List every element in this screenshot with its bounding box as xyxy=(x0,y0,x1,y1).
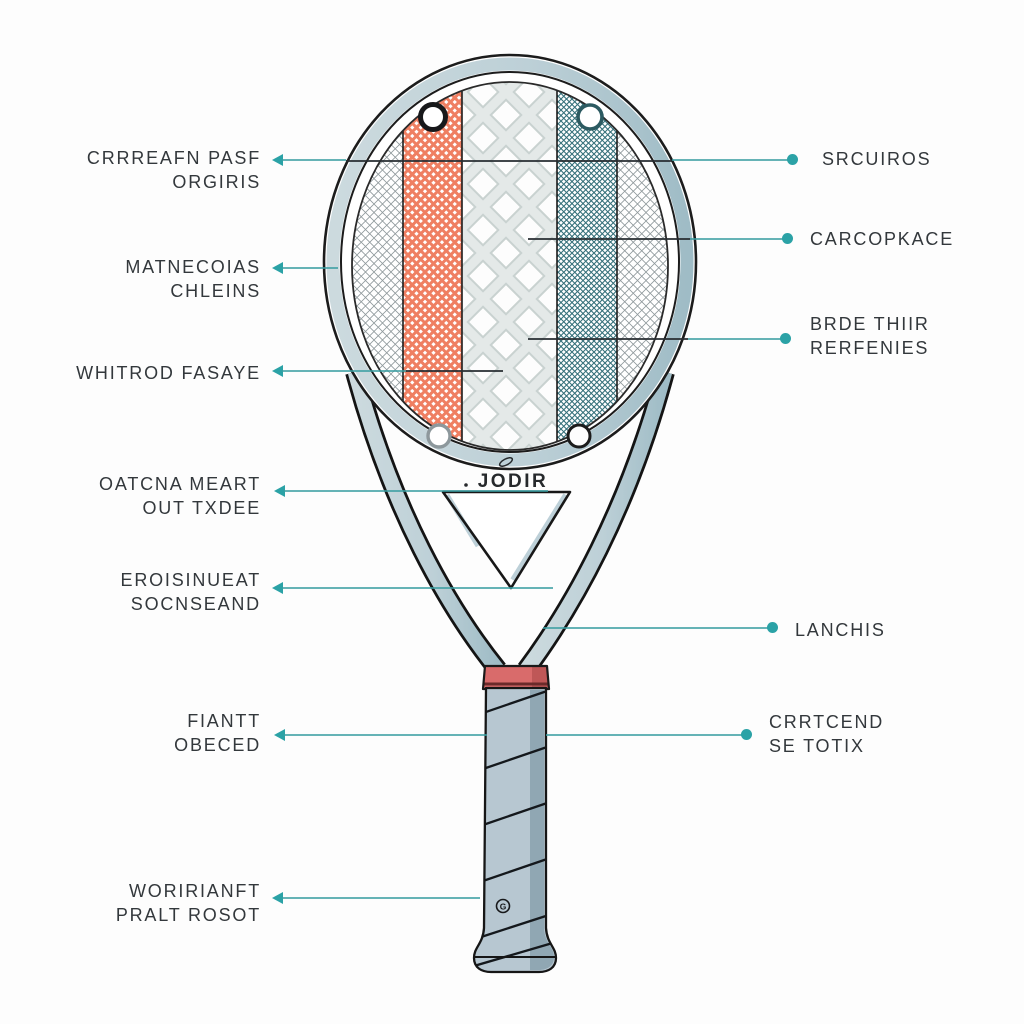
grip-logo-letter: G xyxy=(500,902,507,912)
leader-line xyxy=(282,587,553,589)
leaf-icon xyxy=(498,457,514,467)
grip-logo-icon xyxy=(495,898,511,914)
part-label-left-2: MATNECOIAS CHLEINS xyxy=(16,255,261,303)
leader-line xyxy=(346,160,672,162)
part-label-right-5: CRRTCEND SE TOTIX xyxy=(769,710,884,758)
leader-arrow-icon xyxy=(272,892,283,904)
part-label-right-3: BRDE THIIR RERFENIES xyxy=(810,312,930,360)
part-label-right-1: SRCUIROS xyxy=(822,147,931,171)
grommet-bottom-left xyxy=(426,423,452,449)
grommet-top-right xyxy=(576,103,604,131)
part-label-line: CRRREAFN PASF xyxy=(86,148,261,168)
part-label-left-6: FIANTT OBECED xyxy=(16,709,261,757)
leader-dot-icon xyxy=(787,154,798,165)
part-label-left-5: EROISINUEAT SOCNSEAND xyxy=(16,568,261,616)
handle-collar xyxy=(481,664,551,691)
leader-line xyxy=(284,734,487,736)
part-label-line: OUT TXDEE xyxy=(142,498,261,518)
leader-dot-icon xyxy=(782,233,793,244)
leader-line xyxy=(528,238,690,240)
part-label-line: RERFENIES xyxy=(810,338,930,358)
leader-line xyxy=(282,897,480,899)
leader-dot-icon xyxy=(741,729,752,740)
teal-band xyxy=(557,82,617,450)
throat-triangle xyxy=(441,490,572,590)
leader-arrow-icon xyxy=(272,582,283,594)
part-label-line: CRRTCEND xyxy=(769,712,885,732)
part-label-line: OBECED xyxy=(174,735,261,755)
string-bed xyxy=(352,82,668,450)
part-label-left-7: WORIRIANFT PRALT ROSOT xyxy=(16,879,261,927)
brand-mark: JODIR xyxy=(464,457,549,492)
part-label-line: CHLEINS xyxy=(170,281,261,301)
part-label-line: FIANTT xyxy=(187,711,261,731)
leader-dot-icon xyxy=(767,622,778,633)
part-label-line: MATNECOIAS xyxy=(125,257,261,277)
part-label-line: BRDE THIIR xyxy=(810,314,930,334)
part-label-line: LANCHIS xyxy=(795,620,886,640)
part-label-line: ORGIRIS xyxy=(172,172,261,192)
leader-arrow-icon xyxy=(274,729,285,741)
leader-line xyxy=(282,370,406,372)
leader-line xyxy=(690,238,783,240)
grommet-top-left xyxy=(418,102,448,132)
part-label-right-4: LANCHIS xyxy=(795,618,886,642)
leader-arrow-icon xyxy=(272,154,283,166)
coral-band xyxy=(403,82,462,450)
lattice-band xyxy=(462,82,557,450)
leader-line xyxy=(406,370,503,372)
leader-line xyxy=(528,338,688,340)
leader-arrow-icon xyxy=(272,262,283,274)
leader-line xyxy=(688,338,781,340)
part-label-right-2: CARCOPKACE xyxy=(810,227,954,251)
leader-line xyxy=(284,490,548,492)
part-label-line: WORIRIANFT xyxy=(129,881,261,901)
part-label-line: OATCNA MEART xyxy=(99,474,261,494)
leader-line xyxy=(282,267,338,269)
leader-dot-icon xyxy=(780,333,791,344)
brand-text: JODIR xyxy=(478,471,549,492)
part-label-line: PRALT ROSOT xyxy=(115,905,261,925)
part-label-line: SRCUIROS xyxy=(822,149,932,169)
part-label-left-1: CRRREAFN PASF ORGIRIS xyxy=(16,146,261,194)
part-label-line: SE TOTIX xyxy=(769,736,865,756)
part-label-line: EROISINUEAT xyxy=(120,570,261,590)
racket-shaft xyxy=(345,369,675,677)
part-label-line: SOCNSEAND xyxy=(130,594,261,614)
part-label-left-3: WHITROD FASAYE xyxy=(16,361,261,385)
handle-grip: G xyxy=(472,686,558,974)
part-label-line: CARCOPKACE xyxy=(810,229,955,249)
leader-line xyxy=(543,627,768,629)
part-label-left-4: OATCNA MEART OUT TXDEE xyxy=(16,472,261,520)
leader-line xyxy=(672,159,788,161)
leader-line xyxy=(282,159,346,161)
grommet-bottom-right xyxy=(566,423,592,449)
part-label-line: WHITROD FASAYE xyxy=(76,363,261,383)
leader-arrow-icon xyxy=(274,485,285,497)
leader-arrow-icon xyxy=(272,365,283,377)
leader-line xyxy=(546,734,742,736)
